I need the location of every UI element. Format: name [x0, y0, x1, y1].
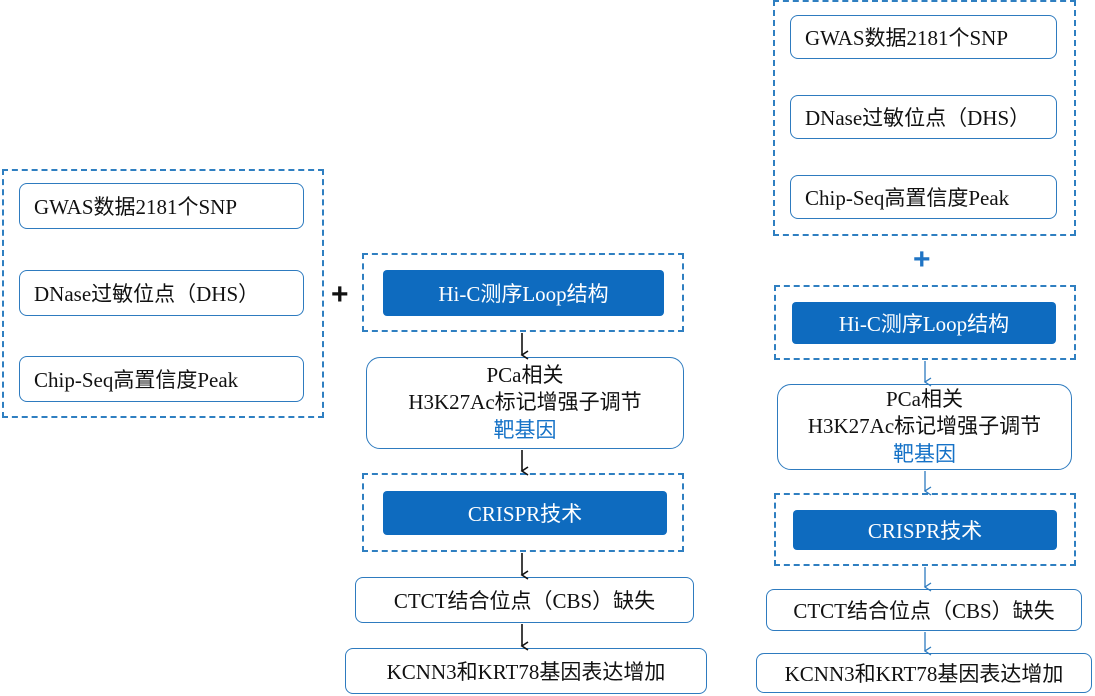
right-result-label: KCNN3和KRT78基因表达增加	[784, 662, 1064, 686]
right-input-gwas: GWAS数据2181个SNP	[790, 15, 1057, 59]
left-target-line1: PCa相关	[486, 363, 564, 388]
right-deletion-box: CTCT结合位点（CBS）缺失	[766, 589, 1082, 631]
left-input-group	[2, 169, 324, 418]
right-deletion-label: CTCT结合位点（CBS）缺失	[793, 599, 1055, 623]
right-hic-box: Hi-C测序Loop结构	[792, 302, 1056, 344]
left-plus-sign: +	[331, 278, 349, 311]
right-input-group	[773, 0, 1076, 236]
right-result-box: KCNN3和KRT78基因表达增加	[756, 653, 1092, 693]
right-input-chipseq: Chip-Seq高置信度Peak	[790, 175, 1057, 219]
right-input-chipseq-label: Chip-Seq高置信度Peak	[805, 186, 1010, 210]
right-input-dhs: DNase过敏位点（DHS）	[790, 95, 1057, 139]
left-deletion-label: CTCT结合位点（CBS）缺失	[393, 589, 656, 613]
right-target-line1: PCa相关	[885, 387, 963, 412]
left-hic-group	[362, 253, 684, 332]
right-crispr-box: CRISPR技术	[793, 510, 1057, 550]
left-result-box: KCNN3和KRT78基因表达增加	[345, 648, 707, 694]
right-hic-label: Hi-C测序Loop结构	[838, 312, 1010, 336]
left-hic-label: Hi-C测序Loop结构	[438, 282, 609, 306]
right-input-dhs-label: DNase过敏位点（DHS）	[805, 106, 1031, 130]
left-input-gwas: GWAS数据2181个SNP	[19, 183, 304, 229]
left-input-chipseq: Chip-Seq高置信度Peak	[19, 356, 304, 402]
left-crispr-box: CRISPR技术	[383, 491, 667, 535]
right-target-line3: 靶基因	[893, 441, 956, 466]
left-input-gwas-label: GWAS数据2181个SNP	[34, 195, 238, 219]
left-target-line2: H3K27Ac标记增强子调节	[408, 390, 642, 415]
left-target-box: PCa相关 H3K27Ac标记增强子调节 靶基因	[366, 357, 684, 449]
left-input-chipseq-label: Chip-Seq高置信度Peak	[34, 368, 239, 392]
right-plus-sign: +	[913, 243, 931, 276]
left-input-dhs-label: DNase过敏位点（DHS）	[34, 282, 260, 306]
left-result-label: KCNN3和KRT78基因表达增加	[386, 660, 666, 684]
right-hic-group	[774, 285, 1076, 360]
right-input-gwas-label: GWAS数据2181个SNP	[805, 26, 1009, 50]
left-hic-box: Hi-C测序Loop结构	[383, 270, 664, 316]
left-target-line3: 靶基因	[493, 417, 557, 442]
right-crispr-label: CRISPR技术	[867, 519, 983, 543]
left-crispr-label: CRISPR技术	[467, 502, 583, 526]
left-input-dhs: DNase过敏位点（DHS）	[19, 270, 304, 316]
right-target-line2: H3K27Ac标记增强子调节	[807, 414, 1042, 439]
